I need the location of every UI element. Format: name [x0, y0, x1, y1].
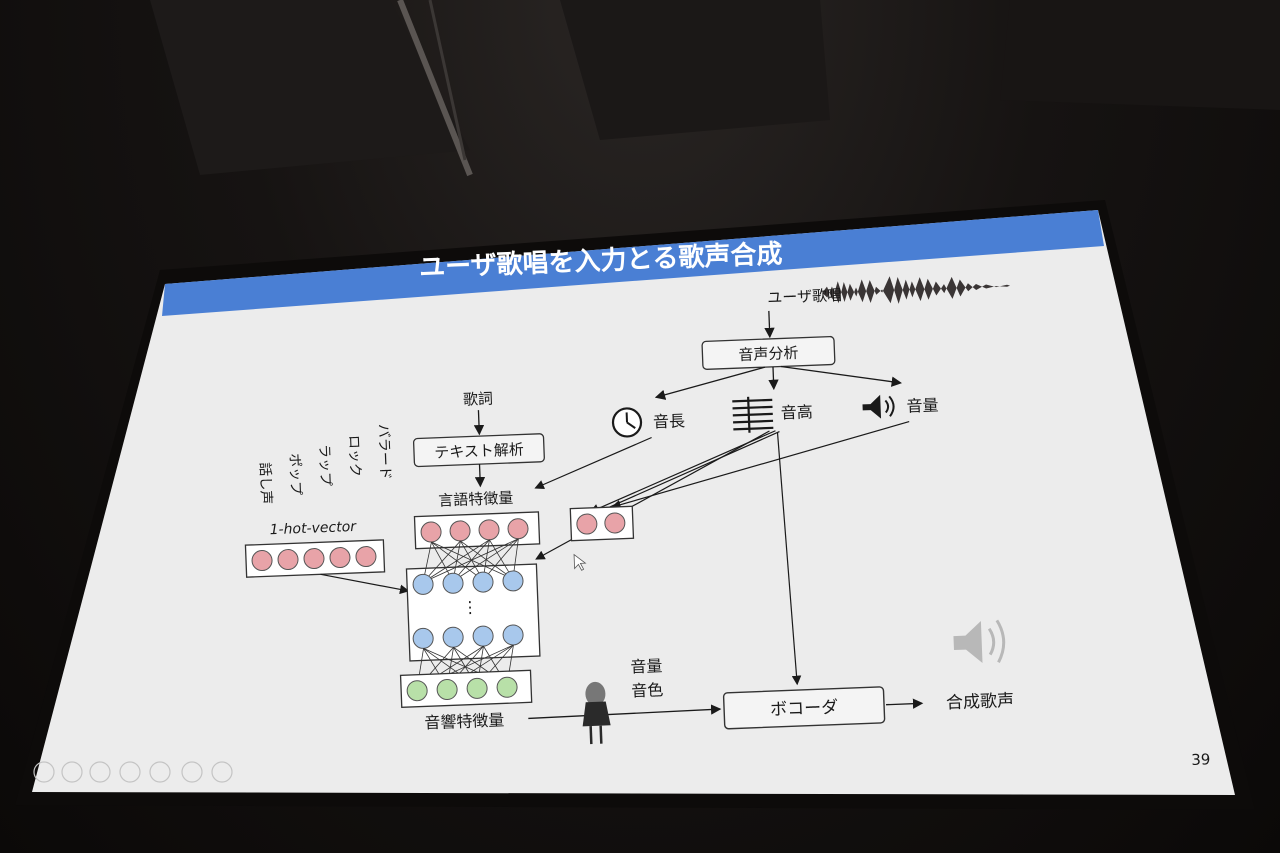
- acoustic-features-label: 音響特徴量: [424, 710, 505, 732]
- room-ceiling: [150, 0, 1280, 177]
- style-label: ポップ: [286, 453, 304, 496]
- more-icon[interactable]: [211, 761, 233, 783]
- audio-analysis-box: [701, 335, 836, 370]
- style-label: バラード: [375, 424, 393, 481]
- output-speaker-icon: [953, 619, 1006, 664]
- vocoder-label: ボコーダ: [770, 698, 839, 721]
- node: [420, 521, 442, 543]
- subtitles-icon[interactable]: [181, 761, 203, 783]
- linguistic-features-label: 言語特徴量: [438, 489, 514, 510]
- vocoder-box: [722, 686, 886, 730]
- next-icon[interactable]: [61, 761, 83, 783]
- vocoder-input-volume: 音量: [630, 656, 663, 676]
- music-staff-icon: [732, 396, 774, 433]
- zoom-icon[interactable]: [149, 761, 171, 783]
- node: [472, 571, 494, 593]
- synthesized-voice-label: 合成歌声: [946, 691, 1015, 714]
- lyrics-label: 歌詞: [463, 390, 494, 409]
- pitch-label: 音高: [780, 402, 813, 422]
- node: [478, 519, 500, 541]
- node: [466, 677, 488, 699]
- node: [604, 512, 626, 534]
- node: [277, 549, 299, 571]
- node: [303, 548, 325, 570]
- audio-analysis-label: 音声分析: [738, 344, 799, 364]
- node: [436, 679, 458, 701]
- page-number: 39: [1191, 750, 1211, 769]
- node: [442, 572, 464, 594]
- clock-icon: [611, 407, 643, 438]
- waveform-icon: [822, 276, 1011, 304]
- text-analysis-label: テキスト解析: [434, 440, 524, 461]
- one-hot-vector-label: 1-hot-vector: [269, 519, 357, 538]
- node: [507, 518, 529, 540]
- user-singing-label: ユーザ歌唱: [767, 286, 842, 307]
- duration-label: 音長: [653, 411, 686, 431]
- node: [449, 520, 471, 542]
- node: [576, 513, 598, 535]
- node: [251, 550, 273, 572]
- ellipsis: ⋮: [462, 597, 479, 617]
- node: [412, 627, 434, 649]
- projection-screen: [32, 210, 1235, 795]
- title-bar: [162, 210, 1104, 316]
- style-label: ラップ: [316, 444, 334, 487]
- node: [406, 680, 428, 702]
- style-label: 話し声: [256, 462, 275, 505]
- node: [502, 570, 524, 592]
- node: [472, 625, 494, 647]
- person-figure: [582, 681, 611, 745]
- slides-icon[interactable]: [119, 761, 141, 783]
- presentation-toolbar: [33, 761, 233, 783]
- style-labels: 話し声 ポップ ラップ ロック バラード: [256, 424, 393, 505]
- prev-icon[interactable]: [33, 761, 55, 783]
- node: [355, 546, 377, 568]
- node: [329, 547, 351, 569]
- vocoder-input-timbre: 音色: [631, 680, 664, 700]
- node: [442, 626, 464, 648]
- acoustic-output-box: [399, 669, 533, 708]
- pen-icon[interactable]: [89, 761, 111, 783]
- volume-label: 音量: [906, 395, 939, 415]
- node: [502, 624, 524, 646]
- style-label: ロック: [345, 435, 363, 478]
- mouse-cursor-icon: [573, 553, 587, 571]
- node: [412, 573, 434, 595]
- speaker-icon: [862, 394, 895, 419]
- node: [496, 676, 518, 698]
- linguistic-input-box: [413, 511, 541, 550]
